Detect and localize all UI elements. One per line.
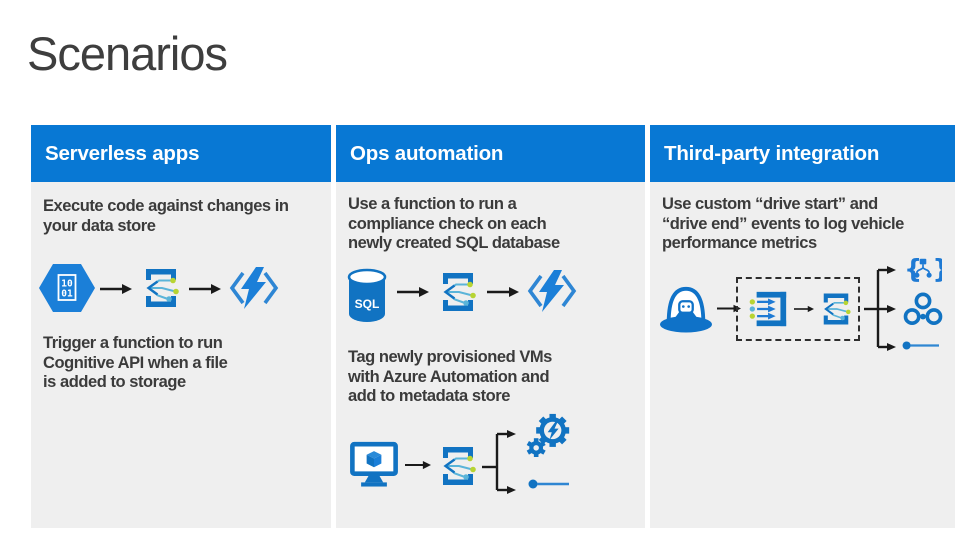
event-hubs-icon <box>748 289 790 329</box>
azure-automation-icon <box>526 413 572 457</box>
page-title: Scenarios <box>27 27 228 80</box>
flow-arrow-icon <box>405 460 431 470</box>
endpoint-line-icon <box>902 341 940 350</box>
event-pipeline-group <box>736 277 860 341</box>
webhook-icon <box>903 291 943 327</box>
event-grid-icon <box>818 291 854 327</box>
flow-arrow-icon <box>189 283 221 295</box>
scenario-text: Execute code against changes in your dat… <box>43 197 289 235</box>
event-grid-icon <box>139 266 183 310</box>
branch-connector <box>864 266 896 351</box>
virtual-machine-icon <box>349 441 399 487</box>
connected-car-icon <box>658 283 714 333</box>
event-grid-icon <box>436 270 480 314</box>
column-third-party-integration: Third-party integration Use custom “driv… <box>650 125 955 528</box>
binary-data-file-icon <box>38 262 96 314</box>
azure-functions-icon <box>228 265 280 311</box>
sql-database-icon <box>344 266 390 324</box>
column-header-serverless-apps: Serverless apps <box>31 125 331 182</box>
column-panel: Execute code against changes in your dat… <box>31 182 331 528</box>
scenario-text: Use a function to run a compliance check… <box>348 195 560 252</box>
column-panel: Use a function to run a compliance check… <box>336 182 645 528</box>
flow-arrow-icon <box>794 305 814 313</box>
column-serverless-apps: Serverless apps Execute code against cha… <box>31 125 331 528</box>
endpoint-line-icon <box>528 479 570 489</box>
scenario-text: Use custom “drive start” and “drive end”… <box>662 195 904 252</box>
azure-functions-icon <box>526 268 578 314</box>
flow-arrow-icon <box>100 283 132 295</box>
column-panel: Use custom “drive start” and “drive end”… <box>650 182 955 528</box>
flow-arrow-icon <box>487 286 519 298</box>
custom-topic-icon <box>904 254 942 286</box>
column-header-third-party-integration: Third-party integration <box>650 125 955 182</box>
scenario-text: Trigger a function to run Cognitive API … <box>43 334 228 391</box>
scenario-text: Tag newly provisioned VMs with Azure Aut… <box>348 348 552 405</box>
branch-connector <box>482 430 516 494</box>
column-ops-automation: Ops automation Use a function to run a c… <box>336 125 645 528</box>
column-header-ops-automation: Ops automation <box>336 125 645 182</box>
event-grid-icon <box>436 444 480 488</box>
flow-arrow-icon <box>397 286 429 298</box>
